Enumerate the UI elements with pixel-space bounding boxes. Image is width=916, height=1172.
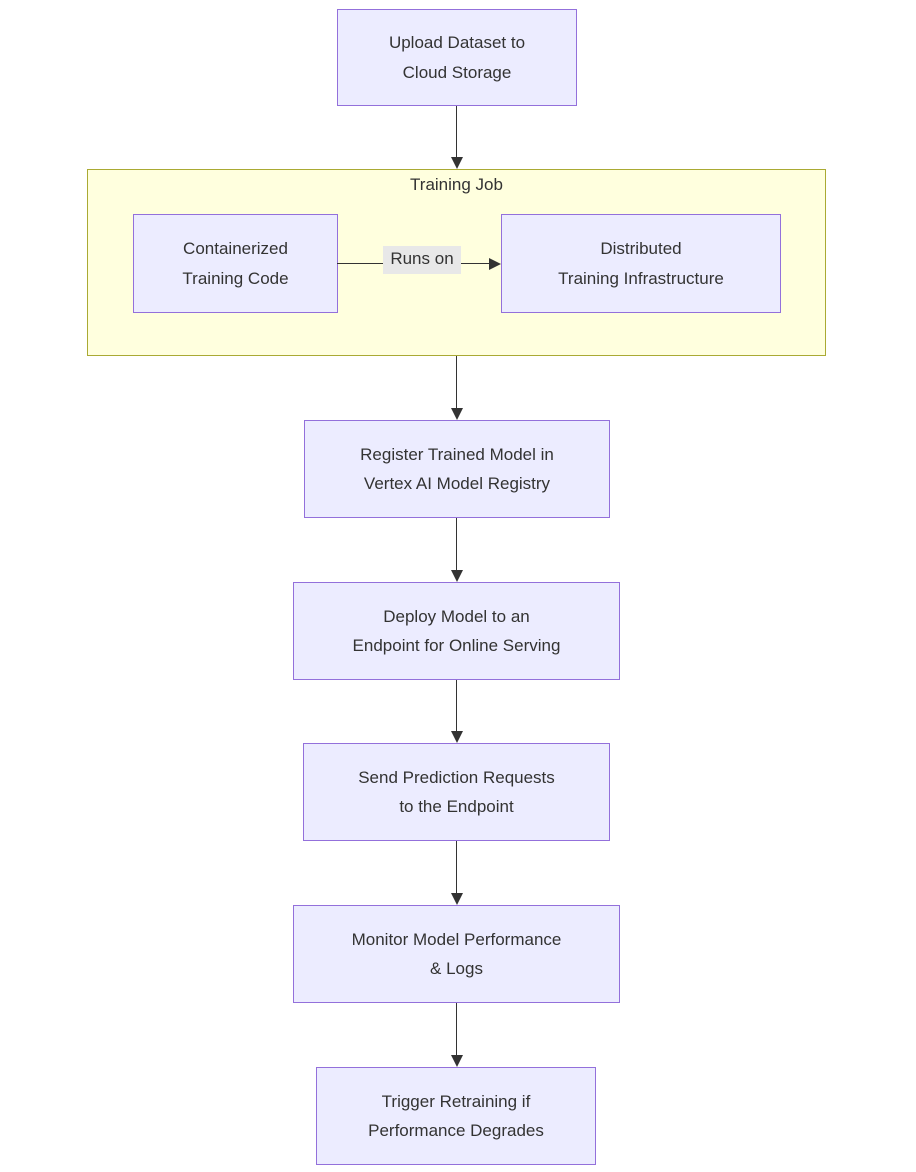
edge-training-job-to-register [450, 356, 463, 420]
node-send-prediction-requests: Send Prediction Requests to the Endpoint [303, 743, 610, 841]
edge-upload-to-training-job [450, 106, 463, 169]
edge-label-runs-on: Runs on [383, 246, 461, 274]
edge-line [455, 841, 458, 893]
edge-deploy-to-send [450, 680, 463, 743]
edge-monitor-to-trigger [450, 1003, 463, 1067]
node-distributed-training-infrastructure: Distributed Training Infrastructure [501, 214, 781, 313]
edge-line [455, 106, 458, 157]
edge-line [455, 1003, 458, 1055]
node-upload-dataset: Upload Dataset to Cloud Storage [337, 9, 577, 106]
edge-line [455, 518, 458, 570]
node-trigger-retraining: Trigger Retraining if Performance Degrad… [316, 1067, 596, 1165]
arrowhead-down-icon [450, 893, 463, 905]
arrowhead-down-icon [450, 570, 463, 582]
node-containerized-training-code: Containerized Training Code [133, 214, 338, 313]
edge-register-to-deploy [450, 518, 463, 582]
node-register-model: Register Trained Model in Vertex AI Mode… [304, 420, 610, 518]
arrowhead-down-icon [450, 408, 463, 420]
edge-line [455, 680, 458, 731]
edge-send-to-monitor [450, 841, 463, 905]
arrowhead-down-icon [450, 731, 463, 743]
arrowhead-down-icon [450, 1055, 463, 1067]
arrowhead-down-icon [450, 157, 463, 169]
cluster-title: Training Job [410, 175, 503, 194]
arrowhead-right-icon [489, 257, 501, 270]
node-deploy-model: Deploy Model to an Endpoint for Online S… [293, 582, 620, 680]
node-monitor-performance: Monitor Model Performance & Logs [293, 905, 620, 1003]
edge-line [455, 356, 458, 408]
cluster-training-job: Training Job Containerized Training Code… [87, 169, 826, 356]
